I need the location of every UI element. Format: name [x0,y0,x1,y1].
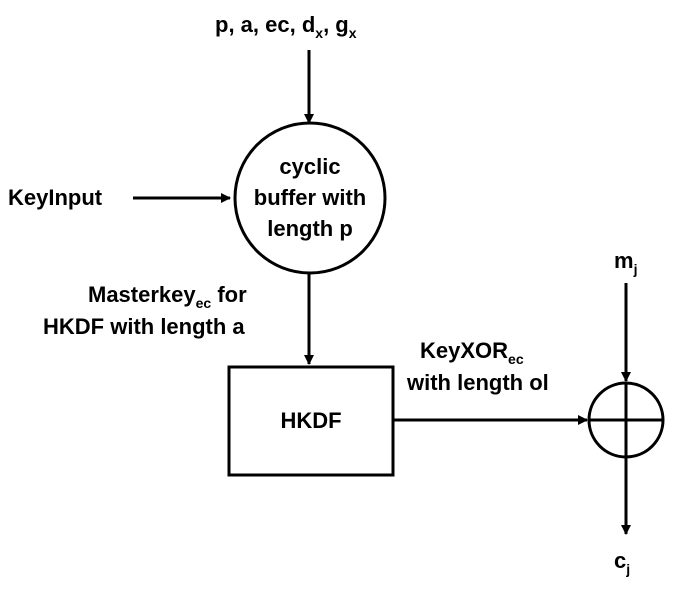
message-label: mj [614,248,637,277]
masterkey-label-line2: HKDF with length a [43,314,245,339]
cipher-label: cj [614,548,630,577]
key-input-label: KeyInput [8,185,103,210]
hkdf-box [227,365,395,477]
buffer-line1: cyclic [279,154,340,179]
xor-symbol [587,381,665,459]
buffer-line2: buffer with [254,185,366,210]
keyxor-label-line2: with length ol [406,370,549,395]
keyxor-label: KeyXORec [420,338,524,367]
buffer-line3: length p [267,216,353,241]
masterkey-label: Masterkeyec for [88,282,247,311]
hkdf-label: HKDF [280,408,341,433]
params-label: p, a, ec, dx, gx [215,12,357,41]
